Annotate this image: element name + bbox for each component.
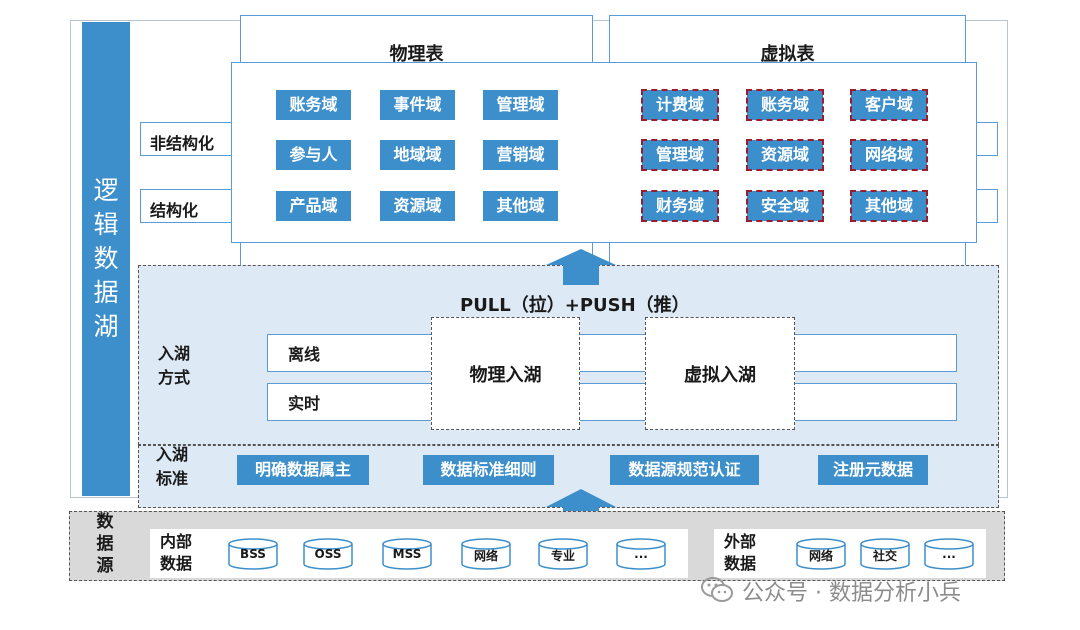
offline-label: 离线 — [288, 345, 321, 364]
standard-item: 明确数据属主 — [237, 455, 369, 485]
physical-table-title: 物理表 — [389, 44, 444, 65]
source-item-label: MSS — [392, 547, 422, 561]
physical-domain-tag: 产品域 — [276, 191, 351, 221]
database-cylinder-icon: BSS — [227, 538, 279, 570]
physical-domain-tag: 营销域 — [483, 140, 558, 170]
physical-ingest-box: 物理入湖 — [431, 317, 580, 430]
source-item-label: ... — [942, 547, 956, 561]
source-item-label: OSS — [314, 547, 342, 561]
up-arrow-icon — [546, 249, 616, 285]
source-char: 源 — [96, 556, 114, 576]
structured-label: 结构化 — [150, 201, 199, 220]
virtual-domain-tag: 资源域 — [746, 139, 824, 171]
standard-item: 数据标准细则 — [423, 455, 554, 485]
database-cylinder-icon: MSS — [381, 538, 433, 570]
source-item-label: 网络 — [473, 549, 498, 563]
realtime-lane: 实时 — [267, 383, 957, 421]
source-item-label: 网络 — [808, 549, 833, 563]
physical-domain-tag: 地域域 — [380, 140, 455, 170]
source-item-label: 社交 — [872, 549, 897, 563]
source-item-label: 专业 — [550, 549, 575, 563]
virtual-domain-tag: 管理域 — [641, 139, 719, 171]
ingest-standard-label: 入湖 标准 — [156, 445, 189, 488]
physical-domain-tag: 参与人 — [276, 140, 351, 170]
unstructured-label: 非结构化 — [150, 134, 215, 153]
data-source-label: 数 据 源 — [93, 511, 117, 577]
virtual-domain-tag: 账务域 — [746, 89, 824, 121]
physical-domain-tag: 事件域 — [380, 90, 455, 120]
lake-char: 湖 — [93, 312, 119, 341]
database-cylinder-icon: 网络 — [460, 538, 512, 570]
physical-domain-tag: 其他域 — [483, 191, 558, 221]
virtual-domain-tag: 网络域 — [850, 139, 928, 171]
wechat-icon — [700, 576, 734, 608]
offline-lane: 离线 — [267, 334, 957, 372]
virtual-domain-tag: 安全域 — [746, 190, 824, 222]
lake-char: 据 — [93, 278, 119, 307]
source-item-label: BSS — [240, 547, 266, 561]
virtual-domain-tag: 计费域 — [641, 89, 719, 121]
source-char: 数 — [96, 512, 114, 532]
virtual-ingest-label: 虚拟入湖 — [684, 364, 756, 386]
database-cylinder-icon: 社交 — [859, 538, 911, 570]
internal-data-label: 内部 数据 — [160, 532, 193, 573]
virtual-domain-tag: 客户域 — [850, 89, 928, 121]
virtual-domain-tag: 财务域 — [641, 190, 719, 222]
database-cylinder-icon: ... — [923, 538, 975, 570]
lake-char: 逻 — [93, 176, 119, 205]
ingest-header: PULL（拉）+PUSH（推） — [460, 295, 690, 316]
lake-char: 辑 — [93, 210, 119, 239]
realtime-label: 实时 — [288, 394, 321, 413]
ingest-method-label: 入湖 方式 — [158, 344, 191, 387]
physical-ingest-label: 物理入湖 — [469, 364, 542, 386]
virtual-ingest-box: 虚拟入湖 — [645, 317, 795, 430]
virtual-domain-tag: 其他域 — [850, 190, 928, 222]
external-data-label: 外部 数据 — [724, 532, 757, 573]
physical-domain-tag: 管理域 — [483, 90, 558, 120]
standard-item: 数据源规范认证 — [610, 455, 759, 485]
database-cylinder-icon: OSS — [302, 538, 354, 570]
physical-domain-tag: 账务域 — [276, 90, 351, 120]
watermark-text: 公众号 · 数据分析小兵 — [742, 581, 961, 606]
source-item-label: ... — [634, 547, 648, 561]
lake-char: 数 — [93, 244, 119, 273]
logical-data-lake-label: 逻 辑 数 据 湖 — [82, 22, 130, 496]
virtual-table-title: 虚拟表 — [760, 44, 815, 65]
database-cylinder-icon: 专业 — [537, 538, 589, 570]
standard-item: 注册元数据 — [818, 455, 928, 485]
database-cylinder-icon: ... — [615, 538, 667, 570]
source-char: 据 — [96, 534, 114, 554]
physical-domain-tag: 资源域 — [380, 191, 455, 221]
database-cylinder-icon: 网络 — [795, 538, 847, 570]
